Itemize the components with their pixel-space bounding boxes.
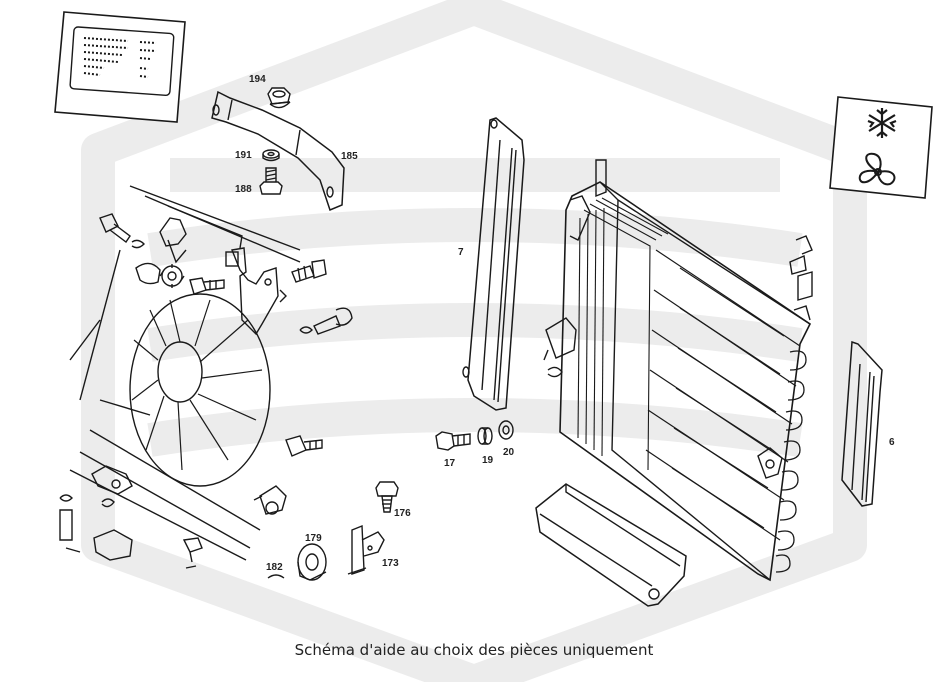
washer-19 (477, 427, 493, 445)
bolt-left (189, 277, 225, 295)
callout-191: 191 (235, 150, 252, 161)
lower-left-parts (59, 465, 203, 569)
callout-7: 7 (458, 247, 464, 258)
fan-icon (858, 152, 896, 186)
washer-20 (498, 420, 514, 440)
fan-mount-parts (99, 213, 187, 288)
lower-deflector (535, 483, 687, 607)
bolt-17 (435, 431, 471, 451)
side-channel-6 (841, 340, 883, 507)
callout-185: 185 (341, 151, 358, 162)
washer-191 (262, 149, 280, 162)
snowflake-icon (867, 108, 897, 138)
clip-mid (253, 485, 287, 515)
clip-182 (267, 574, 285, 579)
diagram-caption: Schéma d'aide au choix des pièces unique… (294, 641, 654, 659)
callout-182: 182 (266, 562, 283, 573)
bolt-spring (299, 307, 353, 335)
bracket-185 (211, 90, 345, 212)
center-bracket (225, 247, 287, 336)
bolt-188 (259, 167, 283, 195)
callout-19: 19 (482, 455, 494, 466)
callout-194: 194 (249, 74, 266, 85)
nut-194 (267, 87, 291, 109)
condenser-core (543, 159, 813, 582)
fan-shroud (69, 185, 301, 561)
callout-179: 179 (305, 533, 322, 544)
callout-17: 17 (444, 458, 456, 469)
engine-spec-chart-icon (54, 11, 186, 123)
callout-20: 20 (503, 447, 515, 458)
bolt-mid (285, 435, 323, 457)
cooling-fan (129, 293, 271, 487)
callout-188: 188 (235, 184, 252, 195)
callout-6: 6 (889, 437, 895, 448)
side-channel-7 (462, 117, 525, 411)
screw-right (291, 259, 327, 283)
callout-173: 173 (382, 558, 399, 569)
bracket-173 (347, 524, 385, 575)
bolt-176 (375, 481, 399, 513)
grommet-179 (297, 543, 327, 581)
ac-icon-card (829, 96, 933, 199)
callout-176: 176 (394, 508, 411, 519)
